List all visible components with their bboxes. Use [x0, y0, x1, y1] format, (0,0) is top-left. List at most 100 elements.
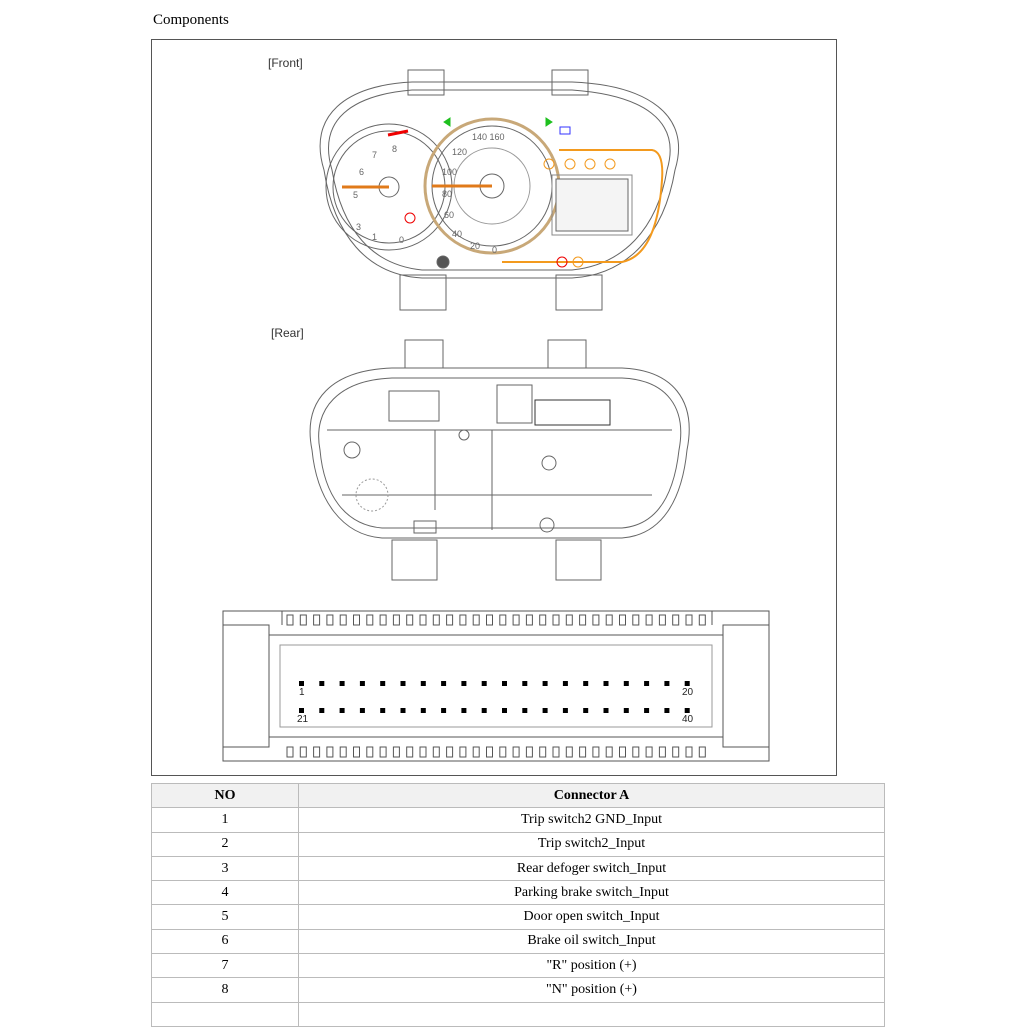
connector-tooth [286, 614, 294, 626]
pin-function: Trip switch2 GND_Input [298, 807, 885, 833]
rear-label: [Rear] [271, 326, 304, 340]
connector-tooth [326, 746, 334, 758]
connector-tooth [525, 614, 533, 626]
connector-tooth [339, 614, 347, 626]
connector-pin [522, 681, 528, 686]
connector-pin [319, 708, 325, 713]
connector-tooth [645, 614, 653, 626]
connector-tooth [499, 746, 507, 758]
pin-function: "N" position (+) [298, 977, 885, 1003]
connector-tooth [446, 614, 454, 626]
connector-tooth [419, 746, 427, 758]
connector-tooth [339, 746, 347, 758]
connector-pin [299, 681, 304, 686]
connector-tooth [539, 746, 547, 758]
connector-pin [684, 708, 690, 713]
svg-text:40: 40 [452, 229, 462, 239]
connector-pin [522, 708, 528, 713]
pin-function: Rear defoger switch_Input [298, 855, 885, 882]
connector-pin [339, 708, 345, 713]
connector-pin [481, 708, 487, 713]
connector-tooth [698, 614, 706, 626]
connector-pin [359, 708, 365, 713]
connector-tooth [406, 746, 414, 758]
connector-tooth [592, 614, 600, 626]
pin-function: Trip switch2_Input [298, 831, 885, 857]
pin-number [151, 1001, 299, 1027]
connector-tooth [512, 614, 520, 626]
svg-text:3: 3 [356, 222, 361, 232]
connector-pin [299, 708, 304, 713]
pin-function: Parking brake switch_Input [298, 880, 885, 906]
connector-tooth [685, 746, 693, 758]
svg-text:0: 0 [399, 235, 404, 245]
svg-text:120: 120 [452, 147, 467, 157]
pin-function [298, 1001, 885, 1027]
connector-pin [400, 681, 406, 686]
connector-tooth [512, 746, 520, 758]
connector-pin [380, 681, 386, 686]
connector-tooth [299, 746, 307, 758]
connector-pin [562, 681, 568, 686]
connector-pin [684, 681, 690, 686]
pin-function: "R" position (+) [298, 953, 885, 979]
svg-text:100: 100 [442, 167, 457, 177]
connector-pin [664, 708, 670, 713]
pin-function: Door open switch_Input [298, 904, 885, 930]
svg-text:7: 7 [372, 150, 377, 160]
pin-number: 6 [151, 928, 299, 955]
svg-text:1: 1 [372, 232, 377, 242]
connector-tooth [366, 614, 374, 626]
connector-pin [542, 681, 548, 686]
connector-tooth [552, 746, 560, 758]
connector-pin [420, 681, 426, 686]
connector-tooth [658, 614, 666, 626]
pin-number: 2 [151, 831, 299, 857]
connector-pin [441, 708, 447, 713]
table-row [151, 1001, 885, 1027]
connector-pin [461, 681, 467, 686]
connector-tooth [565, 614, 573, 626]
section-title: Components [153, 12, 229, 28]
svg-text:0: 0 [492, 245, 497, 255]
connector-tooth [592, 746, 600, 758]
connector-pin [441, 681, 447, 686]
connector-tooth [685, 614, 693, 626]
connector-pin [502, 708, 507, 713]
connector-tooth [579, 746, 587, 758]
svg-text:80: 80 [442, 189, 452, 199]
pin-label-40: 40 [682, 714, 694, 725]
connector-pin [644, 708, 650, 713]
header-connector-a: Connector A [298, 782, 885, 809]
connector-pin [623, 681, 629, 686]
pin-number: 5 [151, 904, 299, 930]
connector-tooth [326, 614, 334, 626]
connector-tooth [313, 746, 321, 758]
connector-tooth [459, 746, 467, 758]
connector-tooth [619, 614, 626, 626]
connector-tooth [446, 746, 454, 758]
connector-pin [420, 708, 426, 713]
connector-pin [562, 708, 568, 713]
connector-tooth [698, 746, 706, 758]
front-cluster-drawing [319, 69, 680, 311]
pin-number: 1 [151, 807, 299, 833]
connector-tooth [632, 746, 640, 758]
connector-pin [502, 681, 507, 686]
connector-tooth [379, 746, 387, 758]
pin-label-21: 21 [297, 714, 309, 725]
connector-tooth [379, 614, 387, 626]
connector-tooth [419, 614, 427, 626]
pin-label-1: 1 [299, 687, 305, 698]
connector-pin [319, 681, 325, 686]
connector-pin [380, 708, 386, 713]
front-label: [Front] [268, 56, 303, 70]
connector-tooth [459, 614, 467, 626]
connector-pin [542, 708, 548, 713]
connector-tooth [472, 614, 480, 626]
connector-tooth [552, 614, 560, 626]
